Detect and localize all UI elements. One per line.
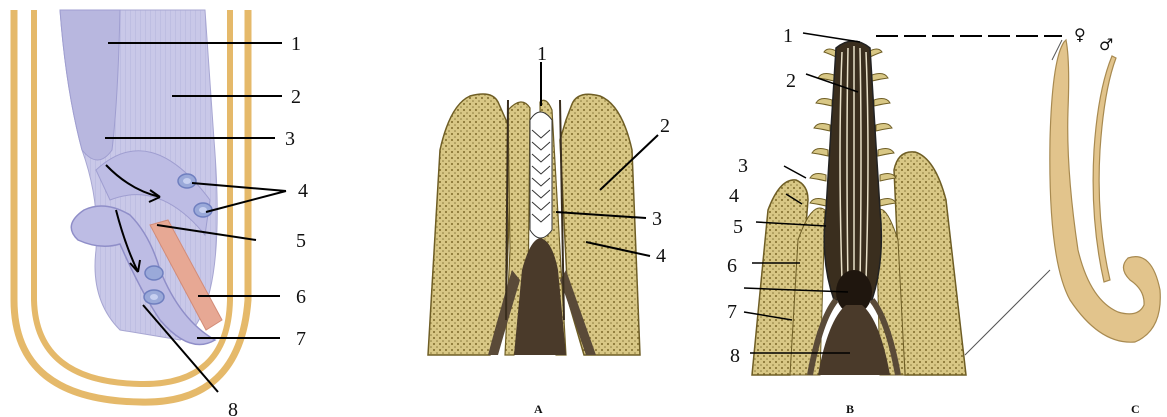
b-label-7: 7 bbox=[727, 301, 737, 323]
b-label-6: 6 bbox=[727, 255, 737, 277]
left-label-7: 7 bbox=[296, 328, 306, 350]
b-label-2: 2 bbox=[786, 70, 796, 92]
left-label-6: 6 bbox=[296, 286, 306, 308]
b-label-4: 4 bbox=[729, 185, 739, 207]
a-label-3: 3 bbox=[652, 208, 662, 230]
a-label-2: 2 bbox=[660, 115, 670, 137]
left-label-4: 4 bbox=[298, 180, 308, 202]
left-label-2: 2 bbox=[291, 86, 301, 108]
b-leader-1 bbox=[803, 33, 860, 42]
left-figure: 1 2 3 4 5 6 7 8 bbox=[14, 10, 308, 417]
left-label-5: 5 bbox=[296, 230, 306, 252]
c-worm-female bbox=[1093, 56, 1116, 282]
c-symbol-male: ♀ bbox=[1074, 25, 1086, 44]
figure-b: 1 2 3 4 5 6 7 8 B bbox=[727, 25, 966, 416]
c-symbol-female: ♂ bbox=[1099, 35, 1113, 54]
left-label-1: 1 bbox=[291, 33, 301, 55]
b-wall-right bbox=[894, 152, 966, 375]
a-wall-right bbox=[560, 94, 640, 355]
a-label-4: 4 bbox=[656, 245, 666, 267]
left-label-3: 3 bbox=[285, 128, 295, 150]
c-zoom-line bbox=[965, 270, 1050, 355]
c-caption: C bbox=[1131, 402, 1140, 416]
b-label-5: 5 bbox=[733, 216, 743, 238]
figure-a: 1 2 3 4 A bbox=[428, 43, 670, 416]
b-leader-3 bbox=[784, 166, 806, 178]
a-caption: A bbox=[534, 402, 543, 416]
a-label-1: 1 bbox=[537, 43, 547, 65]
b-label-3: 3 bbox=[738, 155, 748, 177]
b-label-1: 1 bbox=[783, 25, 793, 47]
b-label-8: 8 bbox=[730, 345, 740, 367]
b-caption: B bbox=[846, 402, 854, 416]
left-label-8: 8 bbox=[228, 399, 238, 417]
